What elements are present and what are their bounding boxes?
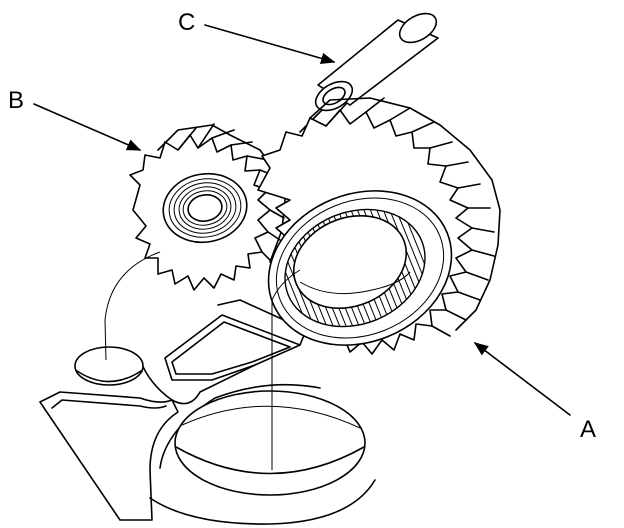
callout-b-label: B: [8, 87, 24, 114]
transmission-case: [39, 299, 376, 525]
shaft-c: [299, 12, 439, 139]
gear-b: [104, 123, 286, 361]
callout-c: C: [178, 9, 336, 64]
callout-a-label: A: [580, 416, 596, 443]
callout-c-label: C: [178, 9, 195, 36]
gear-a: [257, 97, 501, 470]
callout-b: B: [8, 87, 142, 151]
callout-a: A: [473, 342, 596, 443]
